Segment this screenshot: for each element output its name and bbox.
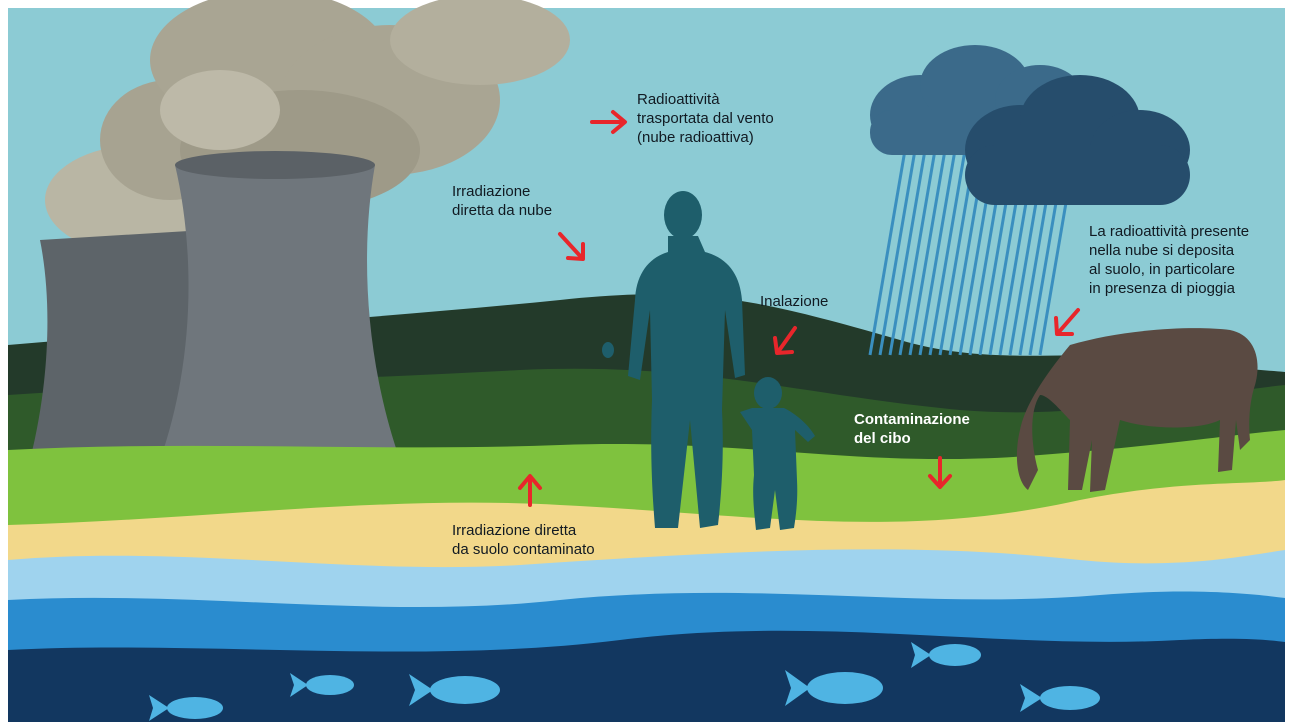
arrow-wind — [590, 110, 627, 134]
cooling-towers — [30, 151, 400, 460]
arrow-deposition — [1054, 308, 1080, 336]
fish — [785, 670, 883, 706]
cooling-tower-right — [160, 153, 400, 460]
arrow-inhalation — [773, 326, 797, 355]
label-food-contamination: Contaminazione del cibo — [854, 411, 970, 447]
fish — [1020, 684, 1100, 712]
rain-clouds — [870, 45, 1190, 205]
exposure-arrows — [518, 110, 1080, 507]
arrow-food — [928, 456, 952, 489]
label-ground-irradiation: Irradiazione diretta da suolo contaminat… — [452, 522, 595, 558]
fish-school — [149, 642, 1100, 721]
fish — [911, 642, 981, 668]
adult-silhouette — [602, 191, 745, 528]
label-inhalation: Inalazione — [760, 293, 829, 310]
label-wind-transport: Radioattività trasportata dal vento (nub… — [637, 91, 774, 146]
cow-silhouette — [1016, 328, 1258, 492]
label-deposition: La radioattività presente nella nube si … — [1089, 223, 1250, 297]
label-cloud-irradiation: Irradiazione diretta da nube — [452, 183, 553, 219]
fish — [290, 673, 354, 697]
arrow-ground — [518, 474, 542, 507]
arrow-cloud-irradiation — [558, 232, 585, 261]
fish — [409, 674, 500, 706]
cooling-tower-left — [30, 230, 215, 460]
child-silhouette — [740, 377, 815, 530]
fish — [149, 695, 223, 721]
